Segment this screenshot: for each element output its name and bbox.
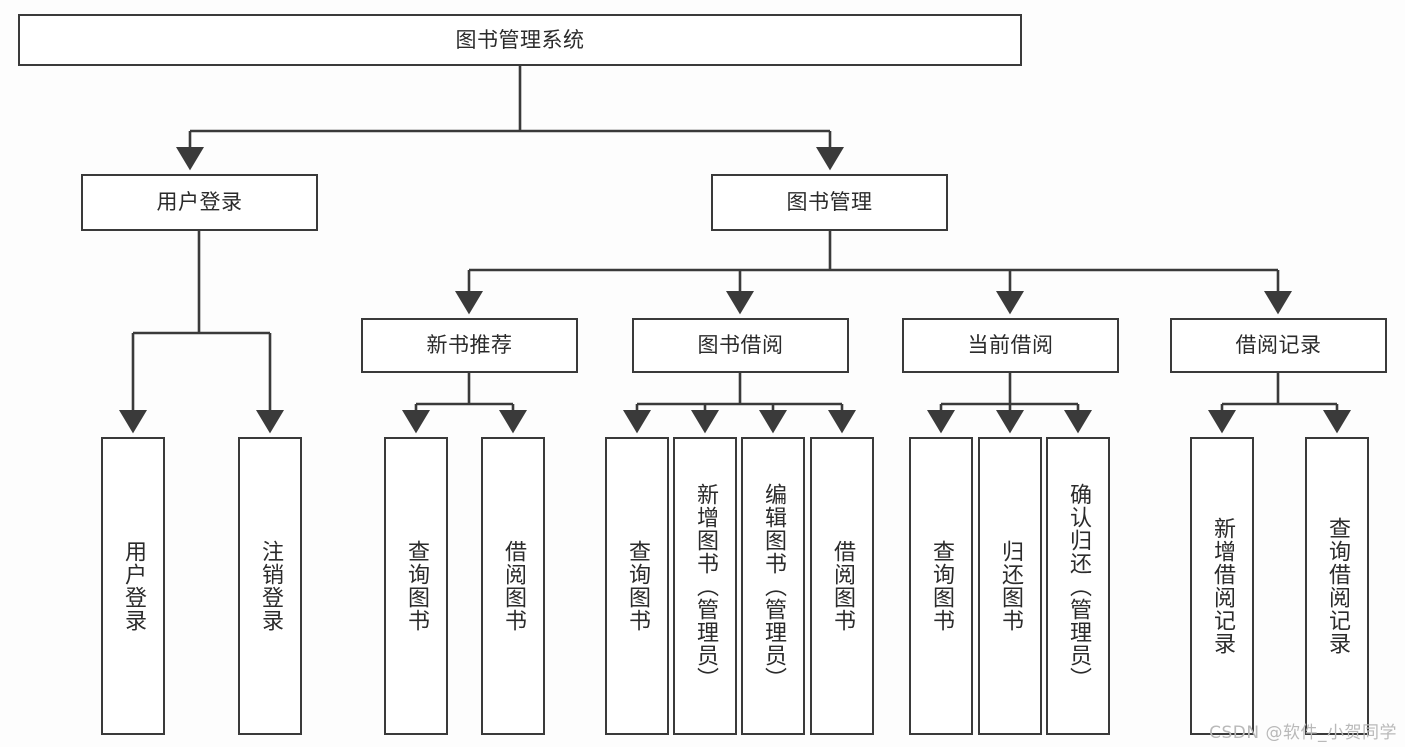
node-leaf-edit-book[interactable]: 编辑图书（管理员） (741, 437, 805, 735)
node-user-login[interactable]: 用户登录 (81, 174, 318, 231)
node-new-book-rec[interactable]: 新书推荐 (361, 318, 578, 373)
node-leaf-add-record[interactable]: 新增借阅记录 (1190, 437, 1254, 735)
node-leaf-borrow-book-1[interactable]: 借阅图书 (481, 437, 545, 735)
node-leaf-borrow-book-2[interactable]: 借阅图书 (810, 437, 874, 735)
node-leaf-edit-book-label: 编辑图书（管理员） (760, 482, 786, 690)
node-leaf-confirm-return[interactable]: 确认归还（管理员） (1046, 437, 1110, 735)
node-root[interactable]: 图书管理系统 (18, 14, 1022, 66)
node-leaf-user-login-label: 用户登录 (120, 540, 146, 632)
node-leaf-query-book-3[interactable]: 查询图书 (909, 437, 973, 735)
node-leaf-query-record-label: 查询借阅记录 (1324, 517, 1350, 655)
node-borrow-record[interactable]: 借阅记录 (1170, 318, 1387, 373)
node-current-borrow-label: 当前借阅 (967, 333, 1054, 358)
node-leaf-query-book-1[interactable]: 查询图书 (384, 437, 448, 735)
node-leaf-return-book-label: 归还图书 (997, 540, 1023, 632)
node-leaf-query-record[interactable]: 查询借阅记录 (1305, 437, 1369, 735)
node-leaf-query-book-2[interactable]: 查询图书 (605, 437, 669, 735)
node-book-manage-label: 图书管理 (786, 190, 873, 215)
node-borrow-record-label: 借阅记录 (1235, 333, 1322, 358)
node-leaf-query-book-2-label: 查询图书 (624, 540, 650, 632)
node-leaf-add-book[interactable]: 新增图书（管理员） (673, 437, 737, 735)
node-leaf-add-book-label: 新增图书（管理员） (692, 482, 718, 690)
node-new-book-rec-label: 新书推荐 (426, 333, 513, 358)
node-current-borrow[interactable]: 当前借阅 (902, 318, 1119, 373)
node-leaf-logout-label: 注销登录 (257, 540, 283, 632)
node-leaf-add-record-label: 新增借阅记录 (1209, 517, 1235, 655)
node-leaf-user-login[interactable]: 用户登录 (101, 437, 165, 735)
node-leaf-confirm-return-label: 确认归还（管理员） (1065, 482, 1091, 690)
node-leaf-query-book-3-label: 查询图书 (928, 540, 954, 632)
node-leaf-borrow-book-2-label: 借阅图书 (829, 540, 855, 632)
node-leaf-borrow-book-1-label: 借阅图书 (500, 540, 526, 632)
node-leaf-return-book[interactable]: 归还图书 (978, 437, 1042, 735)
node-book-borrow-label: 图书借阅 (697, 333, 784, 358)
node-user-login-label: 用户登录 (156, 190, 243, 215)
node-book-borrow[interactable]: 图书借阅 (632, 318, 849, 373)
node-root-label: 图书管理系统 (455, 27, 585, 52)
node-leaf-query-book-1-label: 查询图书 (403, 540, 429, 632)
node-book-manage[interactable]: 图书管理 (711, 174, 948, 231)
node-leaf-logout[interactable]: 注销登录 (238, 437, 302, 735)
